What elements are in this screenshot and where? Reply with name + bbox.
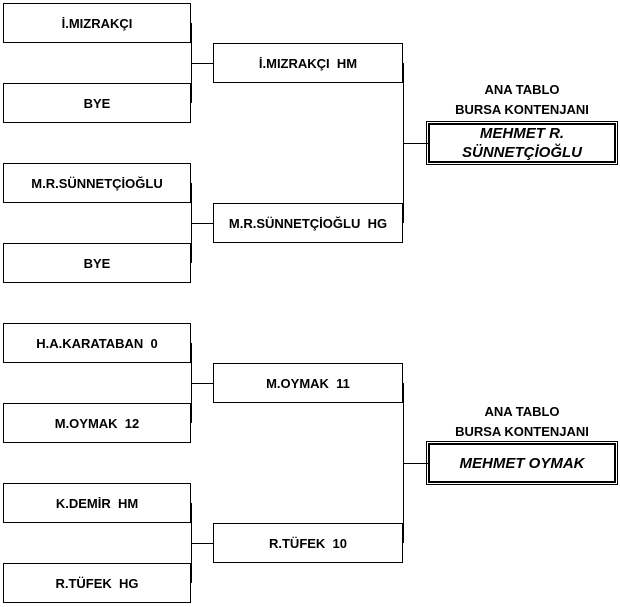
- bracket-match-result: M.R.SÜNNETÇİOĞLU HG: [213, 203, 403, 243]
- bracket-connector: [191, 383, 213, 384]
- bracket-entry: BYE: [3, 83, 191, 123]
- bracket-entry: BYE: [3, 243, 191, 283]
- bracket-connector: [403, 143, 428, 144]
- bracket-match-result: R.TÜFEK 10: [213, 523, 403, 563]
- bracket-entry: İ.MIZRAKÇI: [3, 3, 191, 43]
- bracket-entry: M.OYMAK 12: [3, 403, 191, 443]
- bracket-match-result: M.OYMAK 11: [213, 363, 403, 403]
- bracket-connector: [191, 223, 213, 224]
- bracket-winner: MEHMET R. SÜNNETÇİOĞLU: [426, 121, 618, 165]
- bracket-connector: [403, 463, 428, 464]
- bracket-match-result: İ.MIZRAKÇI HM: [213, 43, 403, 83]
- bracket-connector: [191, 543, 213, 544]
- bracket-header: ANA TABLO BURSA KONTENJANI: [428, 80, 616, 120]
- bracket-entry: R.TÜFEK HG: [3, 563, 191, 603]
- bracket-entry: M.R.SÜNNETÇİOĞLU: [3, 163, 191, 203]
- bracket-header-line: ANA TABLO: [484, 82, 560, 97]
- bracket-entry: K.DEMİR HM: [3, 483, 191, 523]
- bracket-header-line: ANA TABLO: [484, 404, 560, 419]
- bracket-header-line: BURSA KONTENJANI: [455, 102, 589, 117]
- bracket-winner: MEHMET OYMAK: [426, 441, 618, 485]
- bracket-header-line: BURSA KONTENJANI: [455, 424, 589, 439]
- bracket-entry: H.A.KARATABAN 0: [3, 323, 191, 363]
- bracket-header: ANA TABLO BURSA KONTENJANI: [428, 402, 616, 442]
- bracket-connector: [191, 63, 213, 64]
